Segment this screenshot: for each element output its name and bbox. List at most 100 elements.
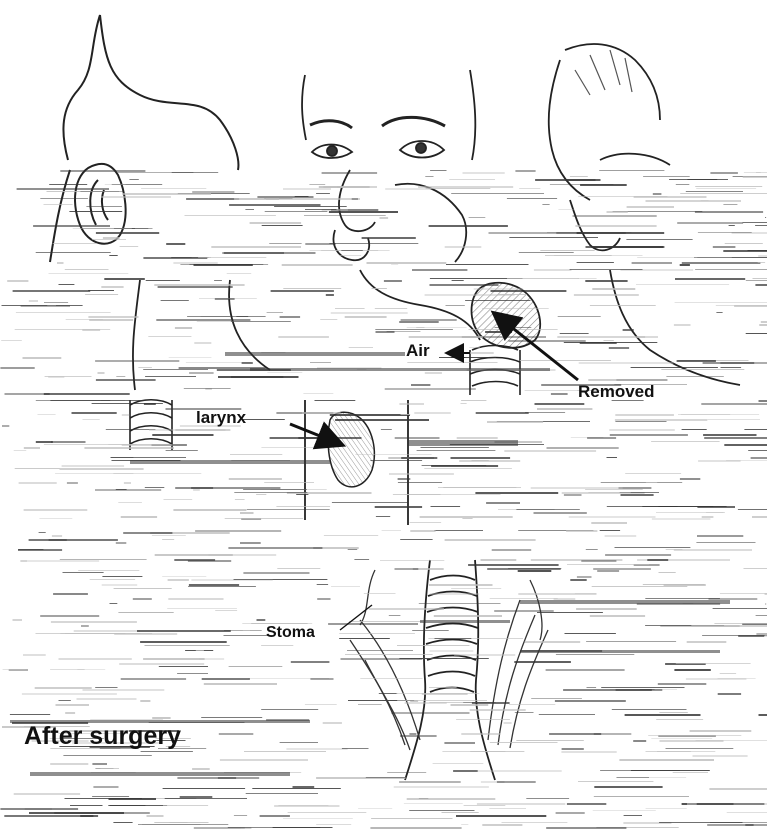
scanline-segment — [370, 460, 422, 461]
scanline-segment — [761, 321, 767, 323]
scanline-segment — [701, 200, 709, 201]
stoma-label: Stoma — [266, 624, 315, 642]
scanline-segment — [172, 172, 219, 173]
scanline-segment — [713, 246, 736, 248]
scanline-segment — [220, 759, 308, 761]
scanline-segment — [323, 722, 342, 724]
scanline-segment — [461, 824, 468, 825]
scanline-segment — [201, 717, 262, 718]
scanline-segment — [454, 654, 515, 656]
scanline-segment — [605, 554, 671, 556]
scanline-segment — [246, 793, 318, 794]
scanline-segment — [490, 598, 558, 599]
scanline-segment — [260, 815, 290, 817]
scanline-segment — [80, 815, 98, 817]
scanline-segment — [44, 302, 68, 303]
scanline-segment — [303, 393, 333, 394]
scanline-segment — [600, 530, 620, 531]
scanline-segment — [57, 262, 64, 264]
scanline-segment — [405, 702, 447, 704]
scanline-segment — [462, 518, 472, 519]
stoma-leader — [340, 605, 372, 630]
scanline-segment — [39, 518, 72, 519]
scanline-segment — [643, 176, 690, 177]
scanline-segment — [193, 489, 200, 491]
scanline-segment — [419, 603, 501, 604]
scanline-segment — [677, 222, 743, 224]
scanline-segment — [72, 412, 117, 414]
scanline-segment — [461, 400, 486, 401]
scanline-segment — [652, 518, 711, 520]
scanline-segment — [463, 172, 505, 174]
scanline-segment — [328, 623, 418, 625]
scanline-segment — [162, 576, 206, 577]
scanline-segment — [409, 733, 416, 735]
ear — [75, 164, 126, 244]
scanline-segment — [401, 319, 457, 321]
scanline-segment — [113, 473, 201, 474]
scanline-segment — [446, 264, 529, 265]
scanline-segment — [189, 584, 239, 586]
scanline-segment — [651, 738, 712, 739]
scanline-segment — [666, 748, 734, 749]
scanline-segment — [129, 179, 138, 180]
scanline-segment — [537, 612, 603, 613]
scanline-segment — [612, 709, 687, 710]
scanline-segment — [680, 193, 767, 194]
scanline-segment — [156, 319, 250, 321]
scanline-segment — [627, 206, 674, 208]
scanline-segment — [257, 619, 266, 621]
scanline-segment — [391, 712, 469, 714]
scanline-segment — [429, 225, 508, 227]
scanline-segment — [17, 188, 109, 190]
scanline-segment — [588, 492, 630, 493]
scanline-segment — [416, 327, 424, 328]
scanline-segment — [585, 489, 643, 490]
scanline-segment — [732, 257, 767, 258]
scanline-segment — [398, 482, 442, 483]
scanline-segment — [185, 215, 276, 216]
scanline-segment — [592, 586, 688, 587]
scanline-segment — [228, 827, 320, 828]
scanline-segment — [375, 308, 407, 309]
scanline-segment — [267, 312, 283, 313]
scanline-segment — [110, 805, 146, 806]
scanline-segment — [33, 225, 110, 227]
scanline-segment — [475, 492, 558, 494]
scanline-segment — [305, 209, 337, 210]
scanline-segment — [474, 288, 523, 290]
scanline-segment — [615, 419, 707, 421]
scanline-segment — [476, 412, 529, 414]
scanline-segment — [558, 316, 601, 317]
scanline-segment — [550, 184, 614, 185]
scanline-segment — [535, 403, 585, 405]
scanline-segment — [19, 482, 57, 484]
scanline-segment — [695, 269, 767, 270]
scanline-bar — [520, 650, 720, 653]
scanline-segment — [345, 654, 433, 655]
scanline-segment — [586, 549, 598, 550]
scanline-segment — [101, 196, 171, 198]
scanline-segment — [422, 693, 468, 695]
scanline-segment — [586, 641, 676, 642]
scanline-segment — [69, 211, 122, 212]
scanline-segment — [451, 193, 544, 194]
scanline-segment — [173, 262, 217, 264]
scanline-segment — [477, 770, 562, 772]
profile-head-left — [50, 15, 238, 262]
scanline-segment — [49, 273, 129, 274]
scanline-segment — [389, 473, 454, 475]
scanline-segment — [676, 663, 751, 664]
scanline-segment — [661, 369, 744, 370]
scanline-segment — [372, 288, 387, 289]
scanline-segment — [713, 608, 767, 609]
scanline-segment — [702, 516, 714, 518]
scanline-segment — [145, 645, 230, 646]
scanline-segment — [738, 509, 767, 510]
scanline-segment — [590, 305, 656, 306]
scanline-segment — [696, 542, 755, 543]
scanline-segment — [469, 217, 486, 218]
scanline-segment — [376, 516, 390, 517]
scanline-segment — [147, 815, 164, 817]
scanline-segment — [330, 414, 410, 416]
